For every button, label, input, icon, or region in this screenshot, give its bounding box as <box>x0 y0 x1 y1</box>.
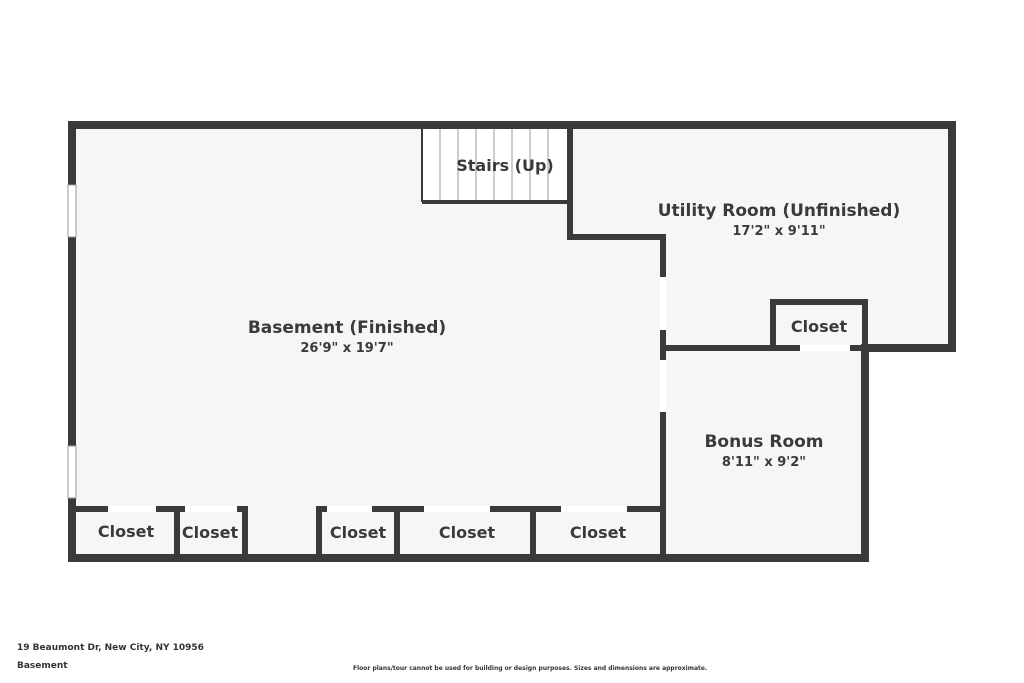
level-text: Basement <box>17 661 68 671</box>
window-left-lower <box>67 445 77 499</box>
bonus-room-name: Bonus Room <box>704 432 823 452</box>
utility-room-dims: 17'2" x 9'11" <box>732 224 825 239</box>
door-closet-2 <box>185 506 237 512</box>
address-text: 19 Beaumont Dr, New City, NY 10956 <box>17 643 204 653</box>
closet-label-5: Closet <box>570 523 627 542</box>
door-closet-5 <box>561 506 627 512</box>
bonus-room-dims: 8'11" x 9'2" <box>722 455 806 470</box>
closet-label-2: Closet <box>182 523 239 542</box>
floors <box>72 125 952 558</box>
utility-room-name: Utility Room (Unfinished) <box>658 201 901 221</box>
stair-treads <box>439 127 549 200</box>
stairs-box <box>422 127 568 202</box>
outer-wall <box>68 121 956 562</box>
closet-label-1: Closet <box>98 522 155 541</box>
door-closet-3 <box>327 506 372 512</box>
door-closet-4 <box>424 506 490 512</box>
utility-closet-label: Closet <box>791 317 848 336</box>
door-closet-1 <box>108 506 156 512</box>
stairs <box>421 127 570 204</box>
door-basement-bonus <box>660 360 666 412</box>
closet-label-4: Closet <box>439 523 496 542</box>
labels: Stairs (Up) Utility Room (Unfinished) 17… <box>98 156 900 542</box>
disclaimer-text: Floor plans/tour cannot be used for buil… <box>353 665 708 672</box>
openings <box>67 184 850 512</box>
basement-floor <box>72 125 663 558</box>
bonus-floor <box>663 348 865 558</box>
utility-closet-wall <box>770 299 868 351</box>
basement-room-name: Basement (Finished) <box>248 318 446 338</box>
window-left-upper <box>67 184 77 238</box>
door-basement-utility <box>660 277 666 330</box>
basement-room-dims: 26'9" x 19'7" <box>300 341 393 356</box>
stairs-label: Stairs (Up) <box>456 156 554 175</box>
door-utility-closet <box>800 345 850 351</box>
closet-label-3: Closet <box>330 523 387 542</box>
